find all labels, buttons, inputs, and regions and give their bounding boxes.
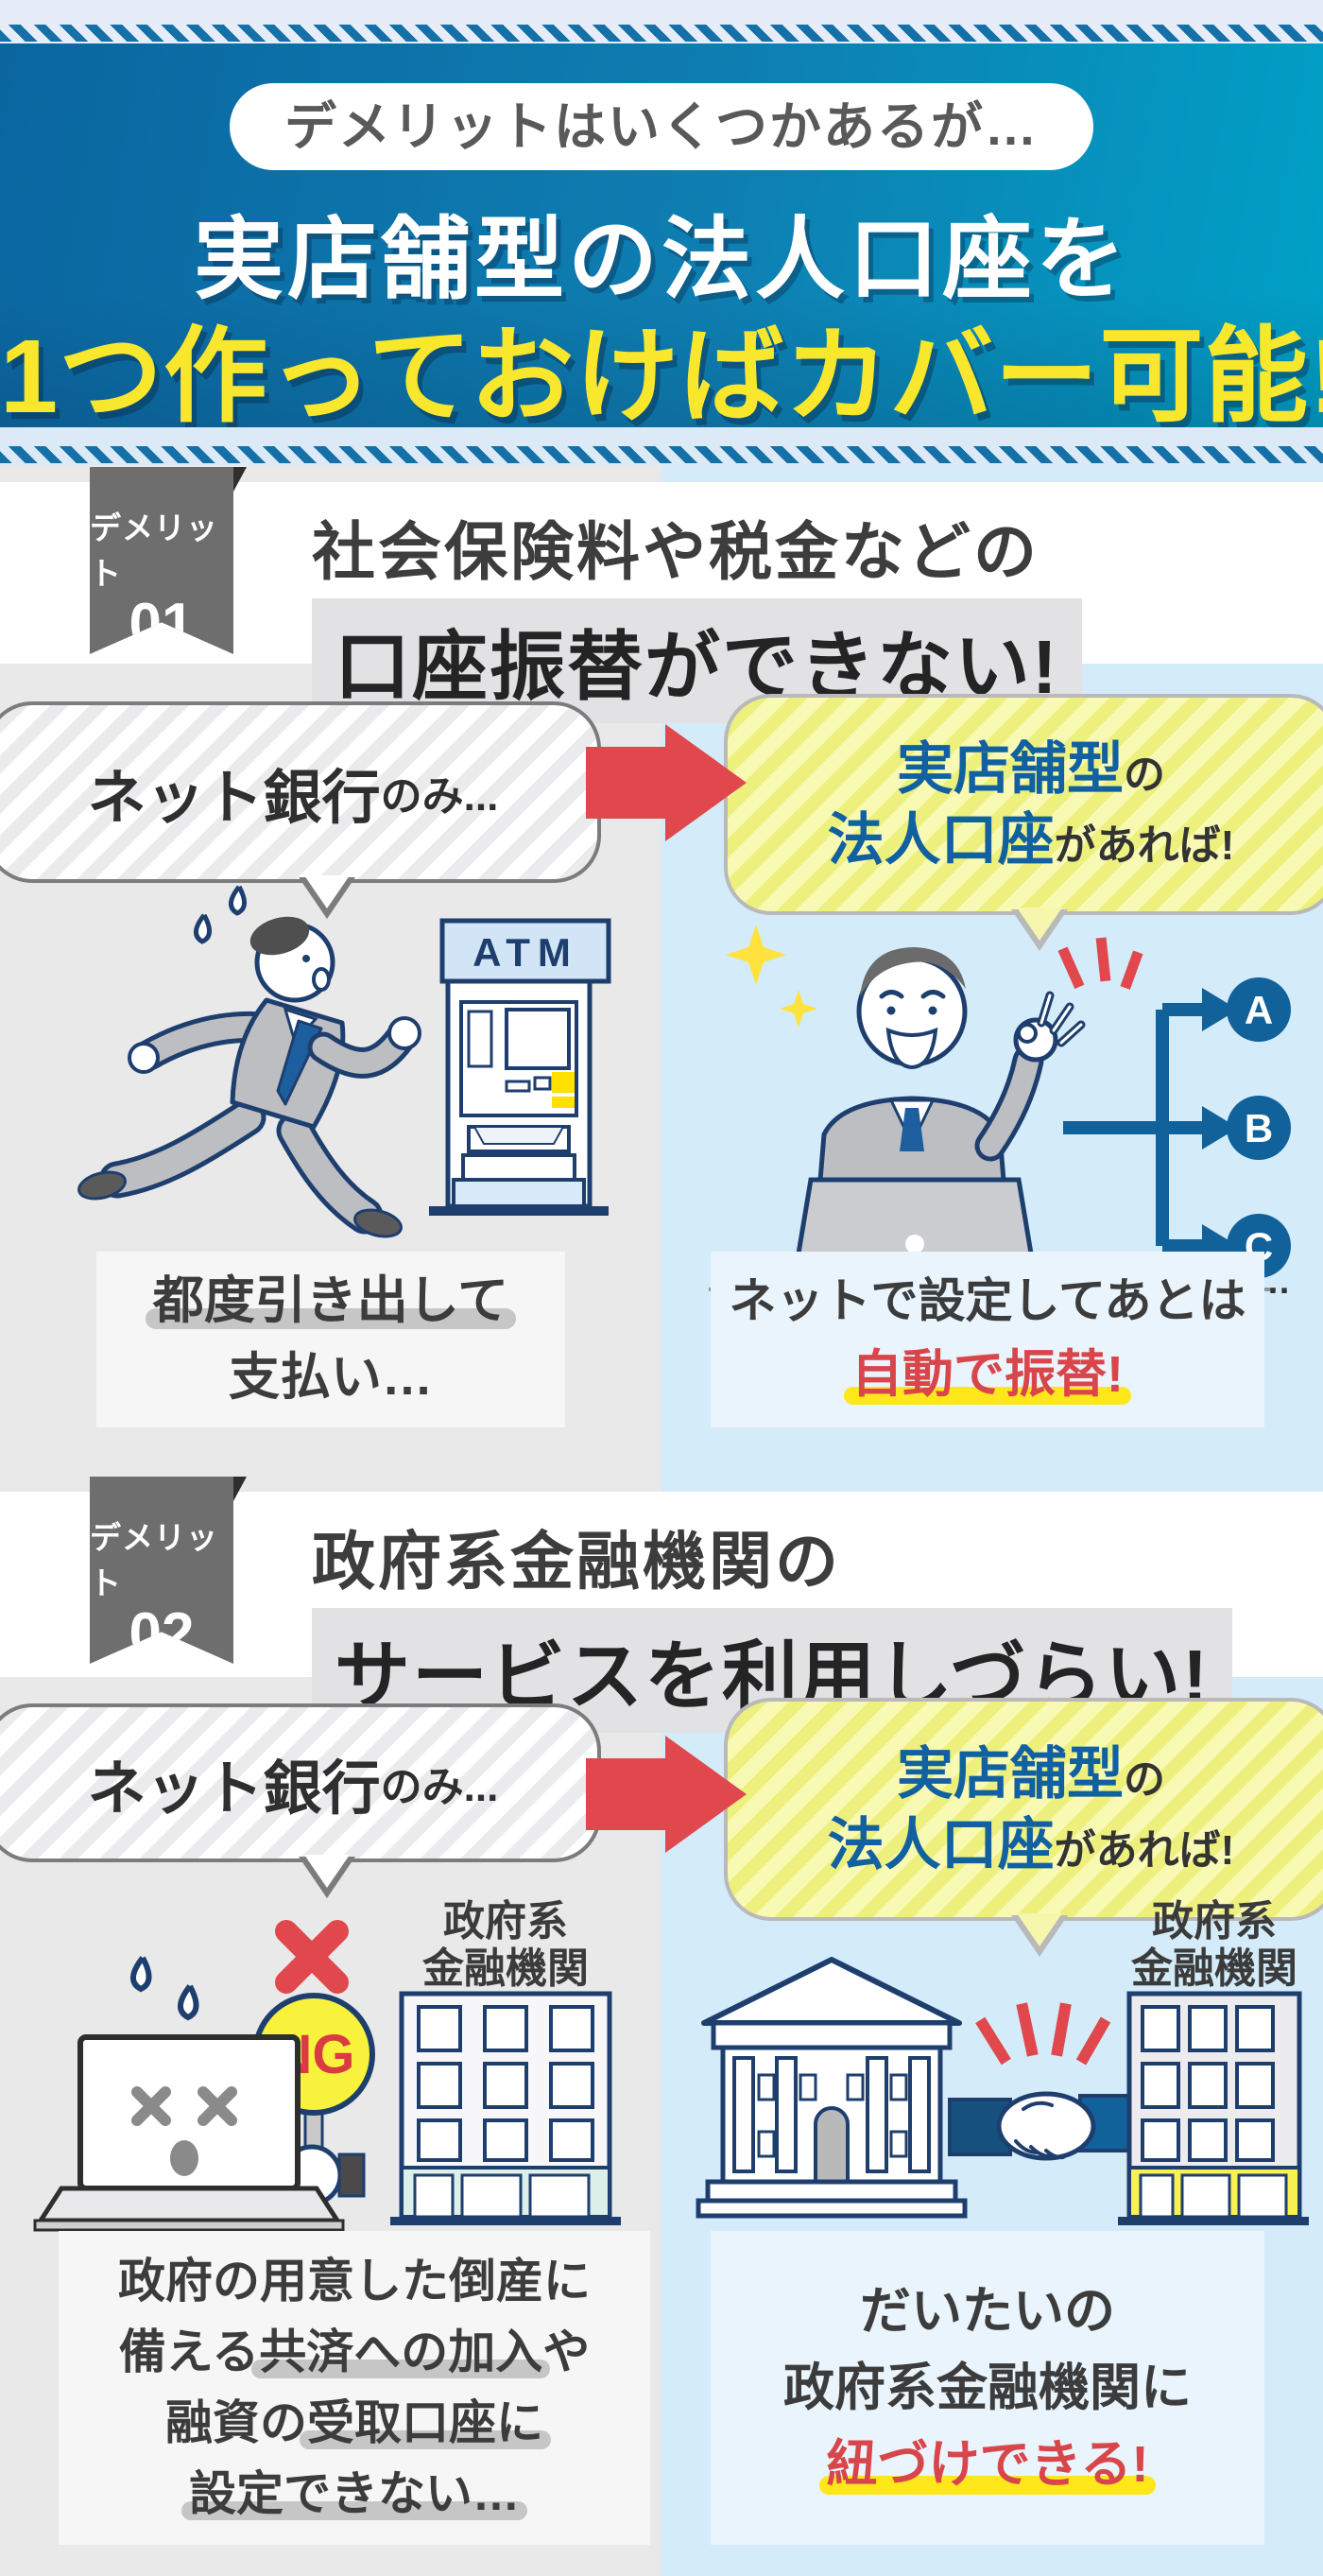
caption-highlighted: 設定できない… xyxy=(189,2467,520,2520)
caption-text: 支払い… xyxy=(229,1349,433,1406)
bubble-em-text: 実店舗型 xyxy=(897,1742,1124,1806)
section2-heading-line1: 政府系金融機関の xyxy=(312,1527,841,1598)
section2-right-bubble: 実店舗型の 法人口座があれば! xyxy=(724,1698,1323,1957)
open-mouth xyxy=(170,2140,198,2176)
atm-yellow-button xyxy=(552,1072,575,1093)
section1-left-bubble: ネット銀行のみ... xyxy=(0,701,601,919)
bank-a-circle xyxy=(1227,977,1291,1042)
bubble-tail xyxy=(1011,1913,1068,1957)
bank-b-circle xyxy=(1227,1096,1291,1160)
caption-line: 備える共済への加入や xyxy=(119,2317,591,2388)
caption-line: 設定できない… xyxy=(189,2459,520,2530)
caption-line: 政府系金融機関に xyxy=(783,2359,1192,2416)
bubble-rest-text: の xyxy=(1124,752,1165,798)
top-border-strip xyxy=(0,0,1323,43)
caption-highlighted: 共済への加入 xyxy=(259,2325,543,2378)
section2-right-caption-card: だいたいの 政府系金融機関に 紐づけできる! xyxy=(711,2231,1264,2545)
dead-laptop xyxy=(33,1956,345,2232)
caption-highlighted: 受取口座に xyxy=(307,2396,543,2449)
bubble-text-small: のみ... xyxy=(380,773,499,820)
caption-line: 政府の用意した倒産に xyxy=(118,2255,591,2308)
building-label-line2: 金融機関 xyxy=(1130,1945,1297,1992)
caption-highlighted-red: 自動で振替! xyxy=(851,1346,1124,1403)
caption-text: 融資の xyxy=(165,2396,307,2449)
arrow-shaft xyxy=(586,747,665,819)
header-banner: デメリットはいくつかあるが… 実店舗型の法人口座を 1つ作っておけばカバー可能! xyxy=(0,43,1323,435)
sweat-drop-icon xyxy=(194,913,212,944)
handshake-icon xyxy=(948,2091,1150,2161)
bubble-tail xyxy=(1011,908,1068,951)
branch-arrow-diagram: A B C etc… xyxy=(1063,977,1291,1295)
ribbon-fold xyxy=(233,1477,247,1501)
bubble-text-main: ネット銀行 xyxy=(87,1756,381,1822)
bubble-text-main: ネット銀行 xyxy=(87,766,381,831)
runner-figure xyxy=(77,916,421,1238)
section1-heading: 社会保険料や税金などの 口座振替ができない! xyxy=(312,501,1082,723)
bubble-rest-text: の xyxy=(1124,1756,1165,1803)
laptop-ng-government-building-illustration: 政府系 金融機関 NG xyxy=(33,1898,621,2232)
bank-a-label: A xyxy=(1245,988,1273,1032)
caption-highlighted: 都度引き出して xyxy=(152,1272,509,1329)
sparkle-icon xyxy=(726,925,786,985)
caption-highlighted-red: 紐づけできる! xyxy=(826,2435,1149,2493)
caption-text: 備える xyxy=(118,2325,260,2378)
red-emphasis-lines xyxy=(1057,937,1143,990)
section1-right-bubble: 実店舗型の 法人口座があれば! xyxy=(724,694,1323,951)
bubble-em-text: 実店舗型 xyxy=(897,737,1124,801)
bubble-rest-text: があれば! xyxy=(1054,822,1235,869)
building-label-line1: 政府系 xyxy=(1152,1898,1277,1945)
section1-right-caption-card: ネットで設定してあとは 自動で振替! xyxy=(711,1252,1264,1427)
diagonal-stripe-band xyxy=(0,25,1323,42)
header-title-line2: 1つ作っておけばカバー可能! xyxy=(0,319,1323,435)
caption-line: 融資の受取口座に xyxy=(165,2388,543,2459)
red-arrow-icon xyxy=(586,724,747,841)
x-eye-icon xyxy=(198,2086,237,2126)
x-eye-icon xyxy=(131,2086,171,2126)
government-building: 政府系 金融機関 xyxy=(1118,1898,1309,2225)
building-label-line1: 政府系 xyxy=(443,1898,568,1945)
ribbon-label: デメリット xyxy=(90,1520,218,1600)
ribbon-fold xyxy=(233,467,247,492)
section2-left-caption-card: 政府の用意した倒産に 備える共済への加入や 融資の受取口座に 設定できない… xyxy=(59,2231,650,2545)
bank-handshake-government-building-illustration: 政府系 金融機関 xyxy=(696,1898,1309,2225)
caption-line: だいたいの xyxy=(860,2282,1115,2340)
header-badge: デメリットはいくつかあるが… xyxy=(229,83,1094,170)
cross-mark-icon xyxy=(275,1920,349,1994)
section1-left-caption-card: 都度引き出して 支払い… xyxy=(96,1252,565,1427)
bubble-rest-text: があれば! xyxy=(1054,1827,1235,1874)
section2-left-bubble: ネット銀行のみ... xyxy=(0,1703,601,1898)
bubble-text-small: のみ... xyxy=(380,1764,499,1810)
bubble-em-text: 法人口座 xyxy=(827,808,1055,872)
diagonal-stripe-band xyxy=(0,446,1323,463)
bank-b-label: B xyxy=(1245,1106,1273,1150)
atm-sign-label: ATM xyxy=(472,930,578,975)
classical-bank-building xyxy=(696,1957,968,2219)
bubble-em-text: 法人口座 xyxy=(827,1813,1055,1876)
atm-machine: ATM xyxy=(429,918,611,1216)
ng-sign-hand: NG xyxy=(252,1993,375,2228)
caption-text: や xyxy=(542,2325,591,2378)
section1-heading-line1: 社会保険料や税金などの xyxy=(312,517,1040,588)
running-businessman-to-atm-illustration: ATM xyxy=(77,885,611,1238)
red-emphasis-lines xyxy=(975,2002,1111,2066)
header-title-line1: 実店舗型の法人口座を xyxy=(193,210,1129,310)
caption-text: ネットで設定してあとは xyxy=(729,1274,1246,1327)
arrow-head xyxy=(665,724,747,841)
sparkle-icon xyxy=(780,990,817,1028)
arrow-head xyxy=(665,1736,747,1853)
building-label-line2: 金融機関 xyxy=(421,1945,589,1992)
bubble-tail xyxy=(299,875,355,919)
header-divider-strip xyxy=(0,427,1323,465)
arrow-shaft xyxy=(586,1758,665,1830)
ribbon-label: デメリット xyxy=(90,510,218,591)
sweat-drop-icon xyxy=(229,885,247,916)
sweat-drop-icon xyxy=(130,1956,152,1993)
red-arrow-icon xyxy=(586,1736,747,1853)
government-building: 政府系 金融機関 xyxy=(390,1898,621,2225)
sweat-drop-icon xyxy=(178,1984,199,2021)
man-laptop-auto-transfer-illustration: A B C etc… xyxy=(709,925,1291,1295)
bubble-tail xyxy=(299,1855,355,1898)
